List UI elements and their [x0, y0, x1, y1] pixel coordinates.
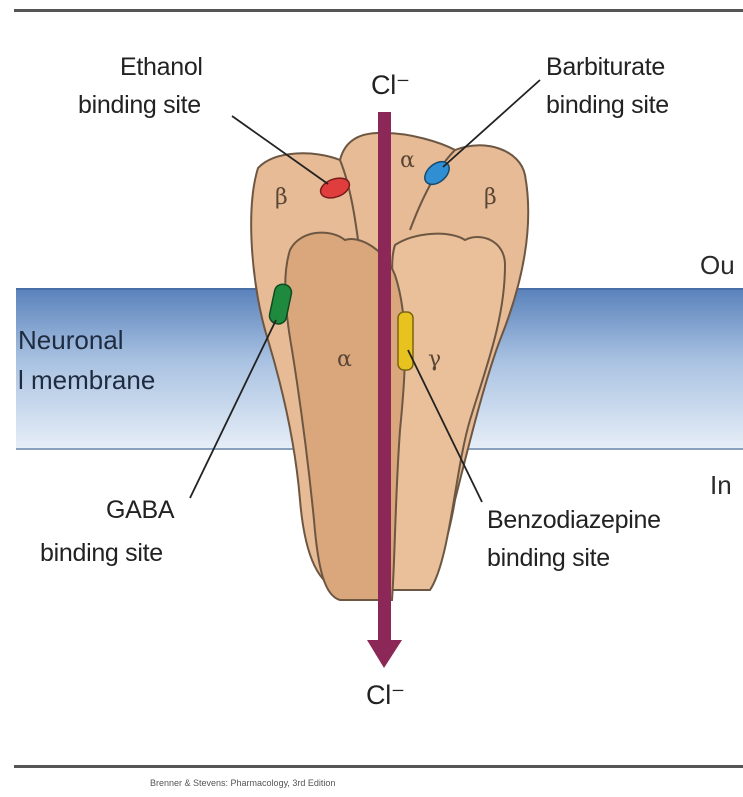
subunit-beta-right: β: [484, 185, 497, 210]
figure-credit: Brenner & Stevens: Pharmacology, 3rd Edi…: [150, 778, 335, 788]
benzodiazepine-site-marker: [398, 312, 413, 370]
subunit-alpha-back: α: [400, 148, 415, 173]
benzodiazepine-label-line2: binding site: [487, 543, 610, 573]
subunit-gamma: γ: [428, 347, 441, 372]
gaba-label-line1: GABA: [106, 495, 174, 525]
barbiturate-label-line2: binding site: [546, 90, 669, 120]
ion-bottom-label: Cl⁻: [366, 680, 405, 710]
outside-label: Ou: [700, 250, 735, 281]
bottom-rule: [14, 765, 743, 768]
ethanol-label-line1: Ethanol: [120, 52, 203, 82]
gaba-label-line2: binding site: [40, 538, 163, 568]
ethanol-label-line2: binding site: [78, 90, 201, 120]
top-rule: [14, 9, 743, 12]
barbiturate-label-line1: Barbiturate: [546, 52, 665, 82]
ion-top-label: Cl⁻: [371, 70, 410, 100]
channel-arrowhead: [367, 640, 402, 668]
subunit-alpha-front: α: [337, 347, 352, 372]
inside-label: In: [710, 470, 732, 501]
membrane-label-line1: Neuronal: [18, 325, 124, 356]
membrane-label-line2: l membrane: [18, 365, 155, 396]
channel-arrow-shaft: [378, 112, 391, 644]
subunit-beta-left: β: [275, 185, 288, 210]
benzodiazepine-label-line1: Benzodiazepine: [487, 505, 661, 535]
